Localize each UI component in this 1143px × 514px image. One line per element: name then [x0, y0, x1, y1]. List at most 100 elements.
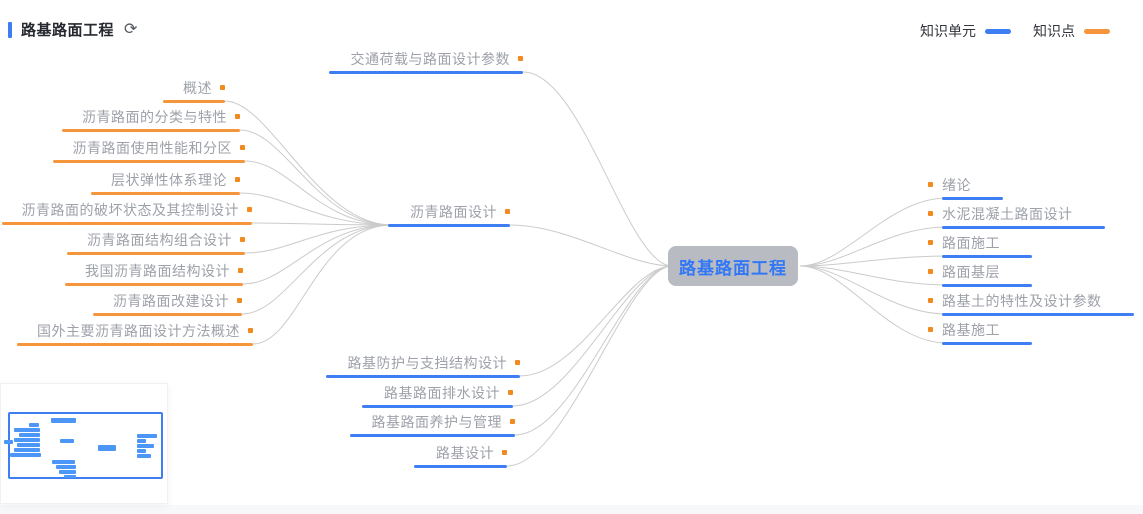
unit-underline — [942, 284, 1032, 287]
node-label: 概述 — [183, 79, 212, 96]
unit-underline — [942, 313, 1134, 316]
point-bullet-icon — [928, 240, 933, 245]
unit-node-concrete-pavement[interactable]: 水泥混凝土路面设计 — [928, 204, 1105, 229]
node-label: 沥青路面结构组合设计 — [87, 231, 232, 248]
point-bullet-icon — [237, 298, 242, 303]
unit-node-maintenance[interactable]: 路基路面养护与管理 — [349, 412, 515, 437]
point-node[interactable]: 沥青路面改建设计 — [93, 291, 242, 316]
unit-underline — [414, 465, 507, 468]
point-bullet-icon — [928, 269, 933, 274]
legend-unit-label: 知识单元 — [920, 23, 976, 39]
node-label: 国外主要沥青路面设计方法概述 — [37, 322, 240, 339]
minimap-bar — [137, 439, 146, 443]
minimap-bar — [52, 460, 75, 464]
point-bullet-icon — [220, 85, 225, 90]
node-label: 路基土的特性及设计参数 — [942, 292, 1102, 309]
unit-underline — [942, 255, 1032, 258]
point-bullet-icon — [502, 450, 507, 455]
minimap-bar — [64, 475, 76, 478]
point-node[interactable]: 概述 — [163, 78, 225, 103]
point-node[interactable]: 沥青路面使用性能和分区 — [52, 138, 245, 163]
point-bullet-icon — [928, 327, 933, 332]
point-underline — [93, 313, 242, 316]
node-label: 路面施工 — [942, 234, 1000, 251]
point-underline — [52, 160, 245, 163]
minimap-bar — [137, 434, 157, 438]
node-label: 绪论 — [942, 176, 971, 193]
unit-node-protection[interactable]: 路基防护与支挡结构设计 — [325, 353, 520, 378]
unit-node-pavement-construction[interactable]: 路面施工 — [928, 233, 1032, 258]
unit-node-asphalt-design[interactable]: 沥青路面设计 — [388, 202, 510, 227]
point-node[interactable]: 沥青路面的分类与特性 — [62, 107, 240, 132]
point-bullet-icon — [235, 114, 240, 119]
point-bullet-icon — [240, 237, 245, 242]
minimap-bar — [17, 443, 40, 447]
minimap[interactable] — [0, 383, 168, 504]
unit-node-base-course[interactable]: 路面基层 — [928, 262, 1032, 287]
minimap-viewport[interactable] — [8, 412, 163, 479]
unit-underline — [388, 224, 510, 227]
legend: 知识单元 知识点 — [920, 21, 1110, 41]
unit-node-traffic-load[interactable]: 交通荷载与路面设计参数 — [328, 49, 523, 74]
legend-knowledge-point: 知识点 — [1033, 21, 1110, 41]
node-label: 路面基层 — [942, 263, 1000, 280]
page-bottom-strip — [0, 505, 1143, 514]
minimap-bar — [14, 448, 40, 452]
point-node[interactable]: 沥青路面的破坏状态及其控制设计 — [1, 200, 252, 225]
point-node[interactable]: 层状弹性体系理论 — [91, 170, 240, 195]
minimap-bar — [98, 445, 116, 451]
minimap-bar — [137, 454, 151, 458]
point-node[interactable]: 我国沥青路面结构设计 — [65, 261, 243, 286]
minimap-bar — [56, 465, 76, 469]
point-bullet-icon — [928, 298, 933, 303]
legend-point-label: 知识点 — [1033, 23, 1075, 39]
point-bullet-icon — [235, 177, 240, 182]
minimap-bar — [19, 433, 40, 437]
minimap-bar — [51, 418, 76, 423]
point-bullet-icon — [238, 268, 243, 273]
unit-node-drainage[interactable]: 路基路面排水设计 — [362, 383, 513, 408]
root-node[interactable]: 路基路面工程 — [668, 246, 798, 286]
node-label: 路基施工 — [942, 321, 1000, 338]
point-bullet-icon — [248, 328, 253, 333]
minimap-bar — [29, 423, 39, 427]
point-bullet-icon — [928, 211, 933, 216]
unit-node-subgrade-design[interactable]: 路基设计 — [414, 443, 507, 468]
point-underline — [91, 192, 240, 195]
refresh-icon[interactable]: ⟳ — [124, 20, 138, 38]
point-bullet-icon — [518, 56, 523, 61]
point-bullet-icon — [247, 207, 252, 212]
point-node[interactable]: 沥青路面结构组合设计 — [67, 230, 245, 255]
point-underline — [1, 222, 252, 225]
point-underline — [163, 100, 225, 103]
minimap-bar — [137, 444, 154, 448]
point-bullet-icon — [515, 360, 520, 365]
unit-node-soil-parameters[interactable]: 路基土的特性及设计参数 — [928, 291, 1134, 316]
unit-node-introduction[interactable]: 绪论 — [928, 175, 1003, 200]
node-label: 路基防护与支挡结构设计 — [347, 354, 507, 371]
minimap-bar — [60, 439, 74, 443]
unit-node-subgrade-construction[interactable]: 路基施工 — [928, 320, 1032, 345]
minimap-bar — [14, 428, 40, 432]
node-label: 层状弹性体系理论 — [111, 171, 227, 188]
unit-underline — [942, 197, 1003, 200]
minimap-bar — [14, 438, 40, 442]
node-label: 路基路面养护与管理 — [371, 413, 502, 430]
point-node[interactable]: 国外主要沥青路面设计方法概述 — [17, 321, 253, 346]
title-accent-bar — [8, 21, 12, 38]
node-label: 沥青路面使用性能和分区 — [72, 139, 232, 156]
page-header: 路基路面工程 ⟳ — [8, 19, 137, 40]
unit-line-icon — [985, 28, 1011, 34]
point-bullet-icon — [928, 182, 933, 187]
point-bullet-icon — [510, 419, 515, 424]
unit-underline — [349, 434, 515, 437]
minimap-bar — [137, 449, 146, 453]
point-line-icon — [1084, 28, 1110, 34]
point-underline — [62, 129, 240, 132]
minimap-bar — [10, 453, 41, 457]
page-title: 路基路面工程 — [21, 22, 115, 39]
unit-underline — [942, 342, 1032, 345]
node-label: 路基路面排水设计 — [384, 384, 500, 401]
